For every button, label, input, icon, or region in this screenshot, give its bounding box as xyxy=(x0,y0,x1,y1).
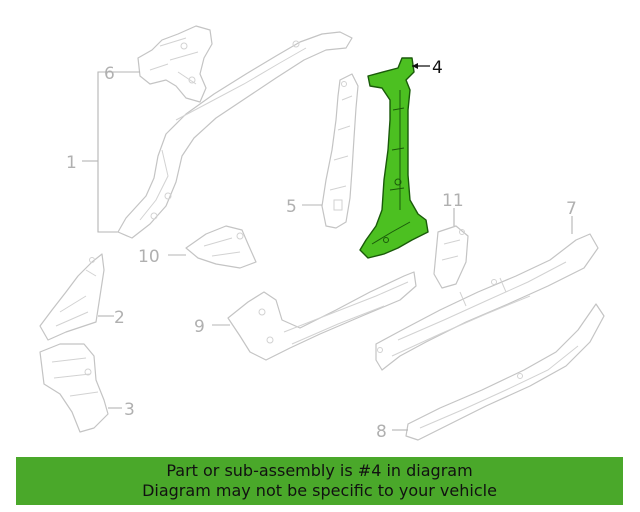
parts-diagram: 1 6 5 4 xyxy=(39,25,605,442)
part-1-roof-rail xyxy=(117,31,353,239)
part-11-reinforcement: 11 xyxy=(433,191,469,289)
callout-2: 2 xyxy=(114,308,125,328)
callout-11: 11 xyxy=(442,191,464,211)
callout-10: 10 xyxy=(138,247,160,267)
callout-1: 1 xyxy=(66,153,77,173)
callout-3: 3 xyxy=(124,400,135,420)
part-3-hinge-pillar: 3 xyxy=(39,343,135,433)
part-4-b-pillar: 4 xyxy=(359,57,443,259)
callout-5: 5 xyxy=(286,197,297,217)
part-5-pillar-inner: 5 xyxy=(286,73,359,229)
callout-8: 8 xyxy=(376,422,387,442)
part-6-bracket: 6 xyxy=(104,25,213,103)
banner-line-1: Part or sub-assembly is #4 in diagram xyxy=(166,461,473,480)
callout-4: 4 xyxy=(432,58,443,78)
part-10-bracket: 10 xyxy=(138,225,257,269)
part-7-outer-rocker: 7 xyxy=(375,199,599,371)
part-9-inner-rocker: 9 xyxy=(194,271,417,361)
banner-line-2: Diagram may not be specific to your vehi… xyxy=(142,481,497,500)
part-8-sill: 8 xyxy=(376,303,605,442)
part-2-a-pillar-lower: 2 xyxy=(39,253,125,341)
info-banner: Part or sub-assembly is #4 in diagram Di… xyxy=(16,457,623,505)
callout-7: 7 xyxy=(566,199,577,219)
callout-9: 9 xyxy=(194,317,205,337)
part-1-bracket: 1 xyxy=(66,71,130,233)
callout-6: 6 xyxy=(104,64,115,84)
